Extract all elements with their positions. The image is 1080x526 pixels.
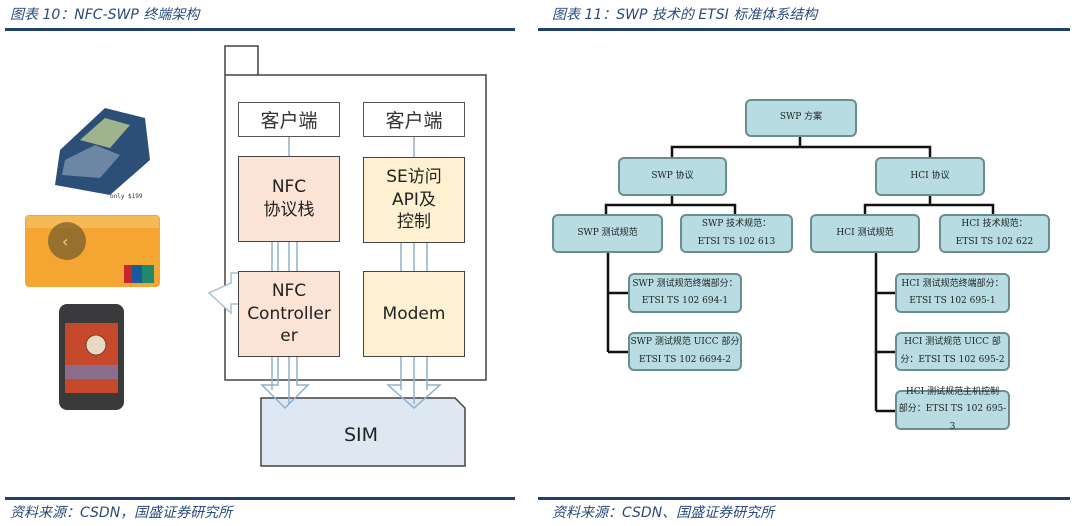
tree-node-hci-tech: HCI 技术规范： ETSI TS 102 622 xyxy=(939,214,1050,253)
tree-node-hci-protocol: HCI 协议 xyxy=(875,157,985,196)
bank-card-image: ‹ xyxy=(25,215,160,287)
tree-node-hci-test-host: HCI 测试规范主机控制 部分：ETSI TS 102 695-3 xyxy=(895,387,1010,432)
tree-node-swp-tech: SWP 技术规范： ETSI TS 102 613 xyxy=(680,214,793,253)
right-figure-source: 资料来源：CSDN、国盛证券研究所 xyxy=(552,505,775,521)
svg-text:only $199: only $199 xyxy=(110,193,143,200)
left-figure-caption: 图表 10：NFC-SWP 终端架构 xyxy=(10,7,200,23)
footer-divider-left xyxy=(5,497,515,500)
sim-label: SIM xyxy=(343,424,379,446)
tree-node-hci-test-uicc: HCI 测试规范 UICC 部 分：ETSI TS 102 695-2 xyxy=(895,332,1010,371)
pos-terminal-image: only $199 xyxy=(55,108,150,200)
header-divider-right xyxy=(538,28,1070,31)
tree-node-hci-test-terminal: HCI 测试规范终端部分： ETSI TS 102 695-1 xyxy=(895,273,1010,313)
sim-card-shape xyxy=(260,397,466,467)
nfc-stack-box: NFC 协议栈 xyxy=(238,156,340,242)
mobile-phone-image xyxy=(59,304,124,410)
tree-node-swp-test-uicc: SWP 测试规范 UICC 部分 ETSI TS 102 6694-2 xyxy=(628,332,742,371)
header-divider-left xyxy=(5,28,515,31)
left-arrow-icon xyxy=(207,272,240,315)
terminal-outline xyxy=(224,45,487,381)
svg-text:‹: ‹ xyxy=(62,232,68,251)
right-figure-caption: 图表 11：SWP 技术的 ETSI 标准体系结构 xyxy=(552,7,818,23)
tree-node-swp-protocol: SWP 协议 xyxy=(618,157,727,196)
modem-box: Modem xyxy=(363,271,465,357)
tree-node-swp-test: SWP 测试规范 xyxy=(552,214,663,253)
client-box-left: 客户端 xyxy=(238,102,340,137)
nfc-controller-box: NFC Controller er xyxy=(238,271,340,357)
se-api-box: SE访问 API及 控制 xyxy=(363,157,465,243)
client-box-right: 客户端 xyxy=(363,102,465,137)
tree-node-swp-test-terminal: SWP 测试规范终端部分： ETSI TS 102 694-1 xyxy=(628,273,742,313)
tree-node-hci-test: HCI 测试规范 xyxy=(810,214,920,253)
left-figure-source: 资料来源：CSDN，国盛证券研究所 xyxy=(10,505,233,521)
footer-divider-right xyxy=(538,497,1070,500)
tree-node-root: SWP 方案 xyxy=(745,99,857,137)
